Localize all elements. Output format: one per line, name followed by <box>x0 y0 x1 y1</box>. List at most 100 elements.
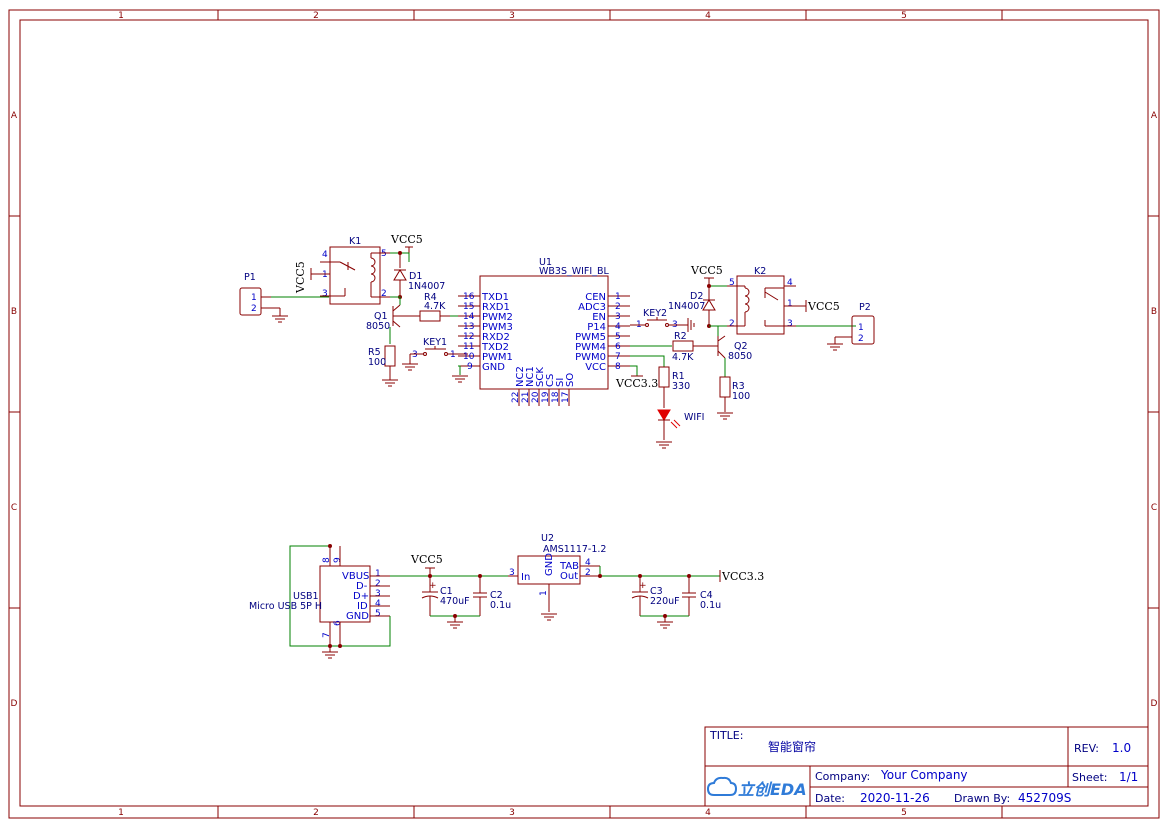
u1-value: WB3S_WIFI_BL <box>539 266 609 277</box>
svg-text:8: 8 <box>615 362 621 372</box>
svg-text:GND: GND <box>482 362 505 373</box>
row-label-right-d: D <box>1151 699 1158 709</box>
drawn-by-label: Drawn By: <box>954 792 1010 805</box>
r5-ref: R5 <box>368 347 381 358</box>
ground-symbol-p2 <box>827 336 843 351</box>
q2-ref: Q2 <box>734 341 748 352</box>
usb1-pin-4: 4 <box>375 599 381 609</box>
resistor-r5: R5 100 <box>368 345 396 378</box>
svg-text:P14: P14 <box>587 322 606 333</box>
c2-value: 0.1u <box>490 600 511 611</box>
usb1-pin-3: 3 <box>375 589 381 599</box>
usb1-pin-5: 5 <box>375 609 381 619</box>
u1-pin-12: 12 RXD2 <box>458 332 510 343</box>
svg-text:SI: SI <box>555 378 566 387</box>
key1-pin-3: 3 <box>412 350 418 360</box>
u1-ref: U1 <box>539 257 552 268</box>
svg-text:PWM5: PWM5 <box>575 332 606 343</box>
ground-symbol-p1 <box>272 308 288 323</box>
svg-text:21: 21 <box>521 392 531 403</box>
ground-symbol-c3c4 <box>657 616 673 629</box>
r2-ref: R2 <box>674 331 687 342</box>
k1-pin-4: 4 <box>322 250 328 260</box>
col-label-top-1: 1 <box>118 11 124 21</box>
svg-text:SCK: SCK <box>535 367 546 387</box>
svg-text:2: 2 <box>615 302 621 312</box>
usb1-pin-8: 8 <box>322 557 332 563</box>
sheet-number: 1/1 <box>1119 770 1138 784</box>
usb1-pin-7: 7 <box>322 632 332 638</box>
svg-text:NC1: NC1 <box>525 366 536 387</box>
svg-text:TXD1: TXD1 <box>481 292 509 303</box>
row-label-right-b: B <box>1151 307 1157 317</box>
frame-row-labels: A B C D A B C D <box>11 111 1158 709</box>
ground-symbol-u2 <box>541 613 557 621</box>
u1-pin-2: 2 ADC3 <box>578 302 630 313</box>
k2-pin-2: 2 <box>729 319 735 329</box>
usb1-pin-9: 9 <box>333 557 343 563</box>
u2-pin-4: 4 <box>585 558 591 568</box>
rev-label: REV: <box>1074 742 1099 755</box>
ground-symbol-r5 <box>382 378 398 387</box>
u2-ref: U2 <box>541 533 554 544</box>
svg-text:NC2: NC2 <box>515 366 526 387</box>
connector-usb1: USB1 Micro USB 5P H VBUS D- D+ ID GND 1 … <box>249 546 390 646</box>
r4-ref: R4 <box>424 292 437 303</box>
usb1-pin-dplus-name: D+ <box>353 591 369 602</box>
relay-k1: K1 4 5 1 3 2 <box>320 236 390 305</box>
r3-ref: R3 <box>732 381 745 392</box>
vcc5-label-d2: VCC5 <box>690 264 723 277</box>
svg-text:ADC3: ADC3 <box>578 302 606 313</box>
svg-text:12: 12 <box>463 332 474 342</box>
transistor-q1: Q1 8050 <box>366 304 410 332</box>
regulator-u2: U2 AMS1117-1.2 In GND TAB Out 3 1 4 2 <box>508 533 606 612</box>
diode-d1: D1 1N4007 <box>393 253 445 295</box>
col-label-top-5: 5 <box>901 11 907 21</box>
col-label-top-4: 4 <box>705 11 711 21</box>
p1-pin-2: 2 <box>251 304 257 314</box>
u2-value: AMS1117-1.2 <box>543 544 606 555</box>
capacitor-c2: C2 0.1u <box>473 576 511 616</box>
k1-ref: K1 <box>349 236 361 247</box>
u2-pin-tab-name: TAB <box>559 561 579 572</box>
u1-pin-9: 9 GND <box>458 362 505 373</box>
svg-text:11: 11 <box>463 342 474 352</box>
svg-text:SO: SO <box>565 373 576 387</box>
ground-symbol-key1 <box>402 354 418 371</box>
c2-ref: C2 <box>490 590 503 601</box>
svg-text:6: 6 <box>615 342 621 352</box>
usb1-ref: USB1 <box>293 591 319 602</box>
title-block: TITLE: 智能窗帘 REV: 1.0 Company: Your Compa… <box>704 726 1149 807</box>
ground-symbol-usb1 <box>322 646 338 659</box>
row-label-left-a: A <box>11 111 18 121</box>
usb1-pin-dminus-name: D- <box>356 581 368 592</box>
svg-text:9: 9 <box>467 362 473 372</box>
c1-value: 470uF <box>440 596 470 607</box>
connector-p2: P2 1 2 <box>842 302 875 345</box>
sheet-frame <box>8 9 1160 819</box>
col-label-top-2: 2 <box>313 11 319 21</box>
r2-value: 4.7K <box>672 352 694 363</box>
c4-ref: C4 <box>700 590 713 601</box>
svg-text:PWM0: PWM0 <box>575 352 606 363</box>
k2-ref: K2 <box>754 266 766 277</box>
u2-pin-2: 2 <box>585 568 591 578</box>
svg-text:RXD2: RXD2 <box>482 332 510 343</box>
u2-pin-out-name: Out <box>560 571 578 582</box>
svg-text:14: 14 <box>463 312 475 322</box>
usb1-pin-2: 2 <box>375 579 381 589</box>
